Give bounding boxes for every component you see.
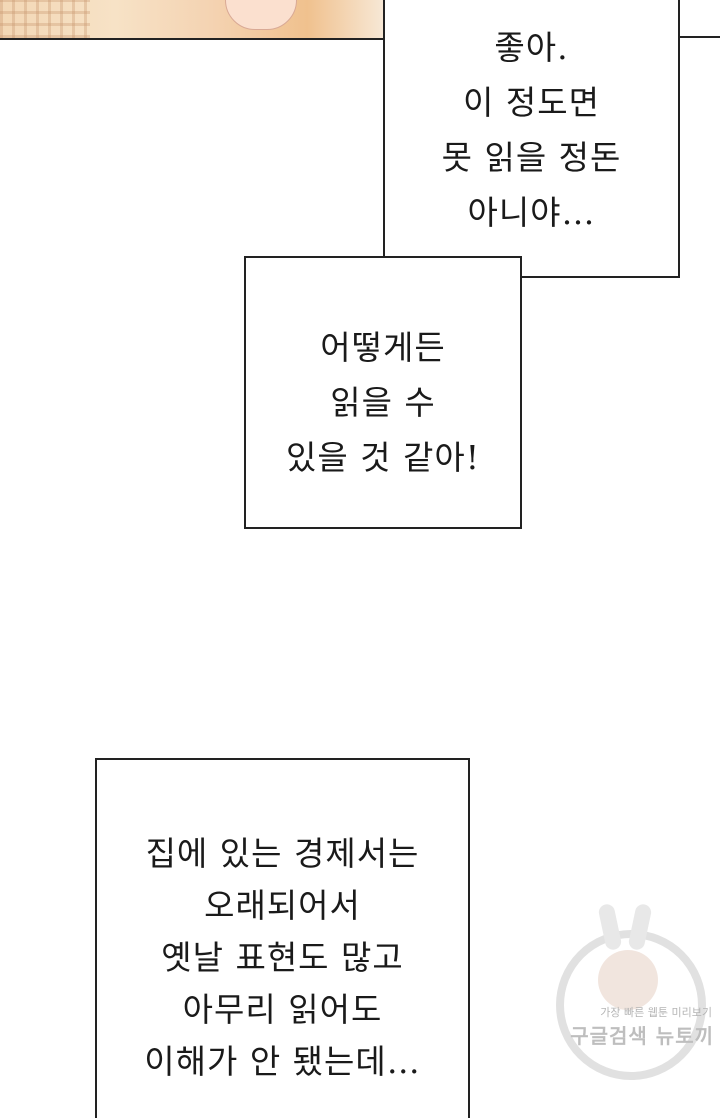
speech-box-2: 어떻게든 읽을 수 있을 것 같아! xyxy=(244,256,522,529)
speech-line: 있을 것 같아! xyxy=(285,438,481,477)
top-comic-panel xyxy=(0,0,384,40)
speech-line: 좋아. xyxy=(494,28,569,67)
speech-line: 옛날 표현도 많고 xyxy=(161,938,404,977)
speech-line: 못 읽을 정돈 xyxy=(441,138,622,177)
watermark-brand: 구글검색 뉴토끼 xyxy=(570,1024,714,1048)
speech-line: 어떻게든 xyxy=(320,328,446,367)
speech-line: 오래되어서 xyxy=(204,886,361,925)
watermark-tagline: 가장 빠른 웹툰 미리보기 xyxy=(600,1006,712,1019)
speech-text-2: 어떻게든 읽을 수 있을 것 같아! xyxy=(286,320,480,485)
speech-line: 이 정도면 xyxy=(463,83,600,122)
speech-box-1: 좋아. 이 정도면 못 읽을 정돈 아니야… xyxy=(383,0,680,278)
speech-line: 아무리 읽어도 xyxy=(182,990,383,1029)
character-hand xyxy=(225,0,297,30)
plaid-background xyxy=(0,0,90,38)
speech-line: 이해가 안 됐는데… xyxy=(144,1042,421,1081)
speech-line: 아니야… xyxy=(467,193,596,232)
panel-border-line xyxy=(678,36,720,38)
speech-text-1: 좋아. 이 정도면 못 읽을 정돈 아니야… xyxy=(442,20,622,240)
watermark-logo: 가장 빠른 웹툰 미리보기 구글검색 뉴토끼 xyxy=(536,900,718,1082)
speech-line: 읽을 수 xyxy=(330,383,436,422)
speech-line: 집에 있는 경제서는 xyxy=(145,834,420,873)
speech-box-3: 집에 있는 경제서는 오래되어서 옛날 표현도 많고 아무리 읽어도 이해가 안… xyxy=(95,758,470,1118)
speech-text-3: 집에 있는 경제서는 오래되어서 옛날 표현도 많고 아무리 읽어도 이해가 안… xyxy=(144,828,421,1088)
rabbit-mascot-icon xyxy=(598,950,658,1010)
